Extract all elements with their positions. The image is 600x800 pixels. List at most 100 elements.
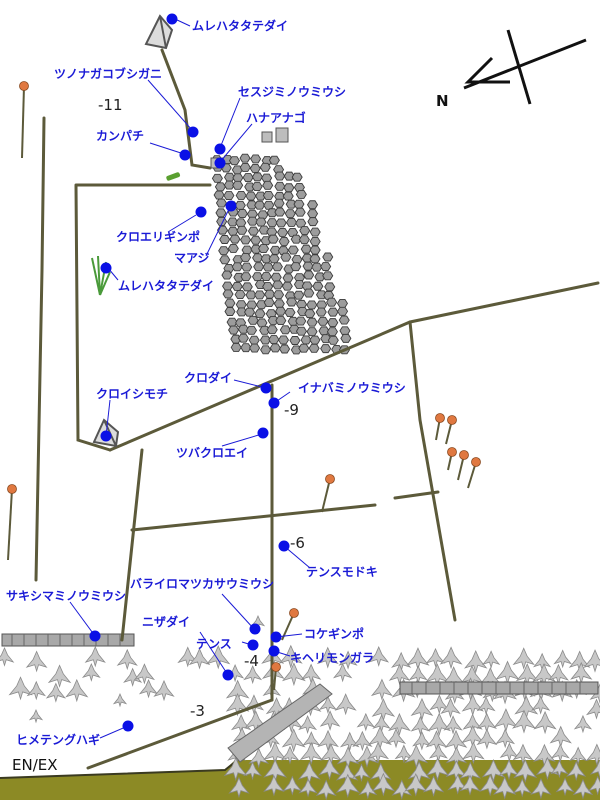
concrete-wall-right-hatch — [411, 682, 581, 694]
point-dot-maaji[interactable] — [225, 200, 237, 212]
tetrapod-block — [495, 660, 520, 685]
reef-block — [295, 218, 307, 228]
reef-block — [326, 297, 338, 307]
reef-block — [263, 200, 275, 210]
reef-block — [277, 335, 290, 345]
buoy-icon — [289, 608, 299, 618]
point-dot-muretatatedai-top[interactable] — [166, 13, 178, 25]
reef-block — [294, 207, 306, 217]
reef-block — [240, 252, 252, 262]
point-dot-kuroishimochi[interactable] — [100, 430, 112, 442]
point-dot-tensu[interactable] — [247, 639, 259, 651]
point-dot-kurodai[interactable] — [260, 382, 272, 394]
tetrapod-block — [153, 679, 175, 702]
buoy-icon — [459, 450, 469, 460]
tetrapod-block — [368, 726, 392, 750]
tetrapod-block — [47, 664, 72, 688]
reef-block — [235, 300, 247, 310]
point-dot-tsubakuroei[interactable] — [257, 427, 269, 439]
reef-block — [245, 325, 258, 335]
reef-block — [219, 255, 231, 265]
tetrapod-block — [512, 778, 532, 798]
reef-block — [265, 309, 277, 319]
tetrapod-block — [512, 647, 535, 670]
point-dot-inabaminoumiushi[interactable] — [268, 397, 280, 409]
reef-block — [303, 288, 315, 298]
reef-block — [279, 344, 291, 354]
point-dot-nizadai[interactable] — [222, 669, 234, 681]
point-label: カンパチ — [96, 129, 144, 143]
reef-block — [262, 262, 274, 272]
point-dot-muretatatedai-left[interactable] — [100, 262, 112, 274]
reef-block — [272, 280, 284, 290]
tetrapod-block — [26, 680, 46, 701]
reef-block — [232, 180, 244, 190]
tetrapod-block — [338, 650, 358, 670]
point-label: イナバミノウミウシ — [298, 381, 406, 395]
reef-block — [323, 290, 335, 300]
tetrapod-block — [425, 730, 448, 752]
point-dot-sesujiminoumiushi[interactable] — [214, 143, 226, 155]
tetrapod-block — [206, 645, 231, 670]
reef-block — [275, 218, 287, 228]
point-dot-sakishimaminoumiushi[interactable] — [89, 630, 101, 642]
depth-label-3: -3 — [190, 702, 205, 720]
tetrapod-block — [243, 761, 263, 781]
tetrapod-block — [318, 695, 338, 714]
reef-block — [268, 335, 280, 345]
reef-block — [327, 307, 339, 317]
tetrapod-block — [549, 725, 572, 749]
tetrapod-block — [461, 693, 484, 717]
reef-block — [261, 173, 273, 183]
point-label: バライロマツカサウミウシ — [130, 577, 274, 591]
reef-block — [254, 309, 266, 319]
tetrapod-block — [65, 678, 89, 703]
reef-block — [256, 318, 268, 328]
reef-block — [264, 289, 276, 299]
tetrapod-block — [315, 779, 337, 800]
point-dot-kanpachi[interactable] — [179, 149, 191, 161]
reef-block — [282, 191, 294, 201]
tetrapod-block — [481, 758, 506, 783]
tetrapod-block — [439, 646, 463, 670]
point-dot-barairomatsukasaumiushi[interactable] — [249, 623, 261, 635]
tetrapod-block — [339, 731, 360, 752]
reef-block — [309, 236, 321, 246]
concrete-wall-right — [399, 681, 599, 695]
reef-block — [303, 270, 315, 280]
point-label: テンスモドキ — [306, 565, 378, 579]
tetrapod-block — [553, 649, 573, 669]
rope-bottom — [86, 698, 274, 770]
tetrapod-block — [512, 743, 534, 765]
point-dot-kuroerĭginpo[interactable] — [195, 206, 207, 218]
tetrapod-block — [583, 649, 600, 673]
tetrapod-block — [387, 712, 411, 736]
reef-block — [298, 235, 310, 245]
reef-block — [309, 245, 321, 255]
point-dot-tsunonagakobushigani[interactable] — [187, 126, 199, 138]
tetrapod-block — [511, 709, 536, 734]
point-dot-kiherimongara[interactable] — [268, 645, 280, 657]
tetrapod-block — [318, 757, 341, 781]
point-dot-tensumodoki[interactable] — [278, 540, 290, 552]
tetrapod-block — [368, 646, 390, 667]
tetrapod-block — [298, 715, 318, 735]
point-dot-kokeginpo[interactable] — [270, 631, 282, 643]
tetrapod-block — [133, 663, 156, 685]
reef-block — [339, 326, 351, 336]
reef-block — [244, 307, 256, 317]
reef-block — [227, 226, 239, 236]
reef-block — [309, 335, 321, 345]
point-dot-himetenguhagi[interactable] — [122, 720, 134, 732]
tetrapod-block — [334, 693, 357, 716]
reef-block — [289, 336, 301, 345]
reef-block — [249, 164, 261, 173]
point-dot-hanaanago[interactable] — [214, 157, 226, 169]
tetrapod-block — [366, 741, 390, 764]
tetrapod-block — [25, 650, 48, 673]
reef-block — [308, 343, 320, 353]
reef-block — [302, 261, 314, 271]
reef-block — [223, 191, 235, 201]
tetrapod-block — [358, 780, 378, 800]
buoy-line — [7, 488, 13, 561]
